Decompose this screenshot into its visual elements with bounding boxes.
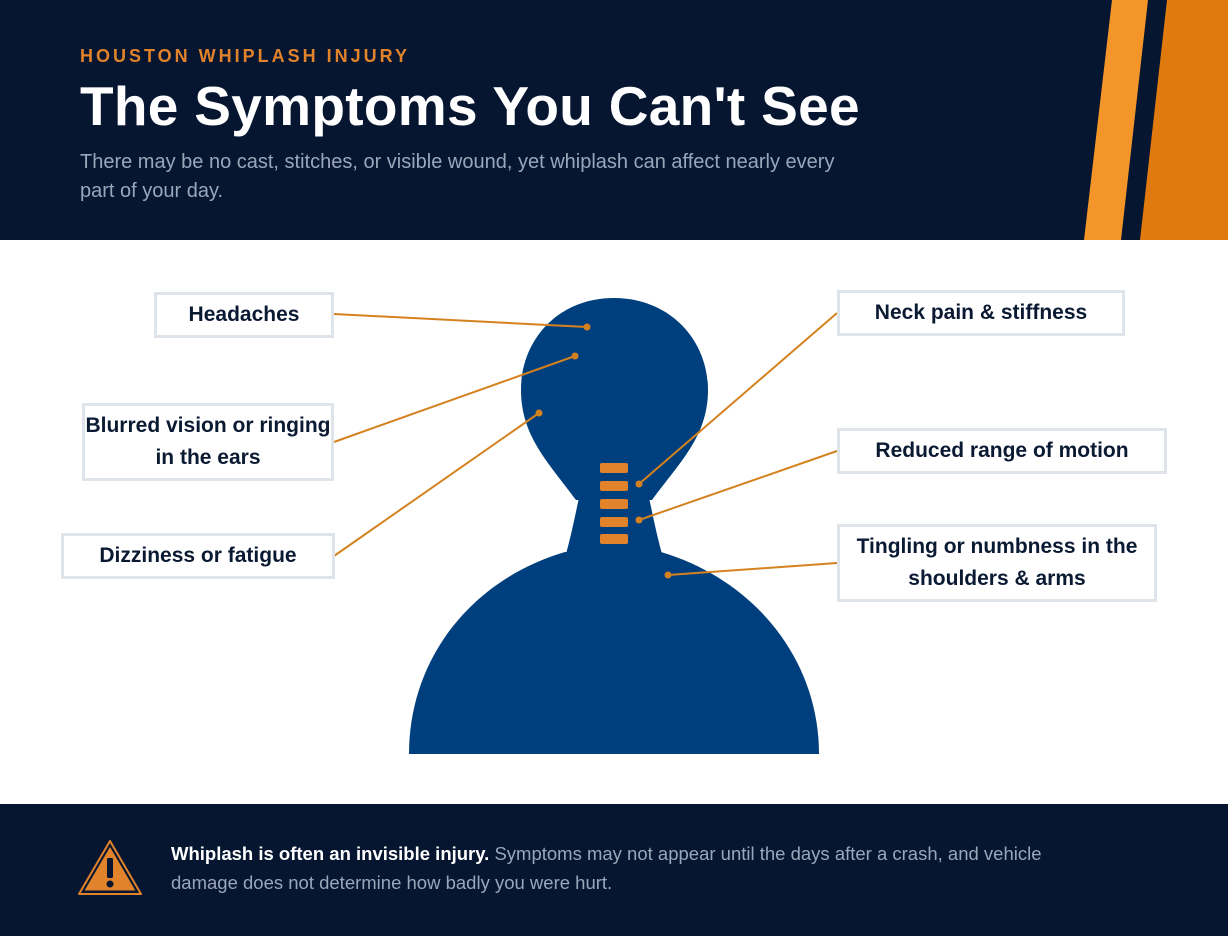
connector-dizziness (333, 412, 540, 557)
eyebrow-text: HOUSTON WHIPLASH INJURY (80, 46, 411, 66)
dot-dizziness (535, 409, 543, 417)
head-silhouette (521, 298, 708, 500)
vertebra-5 (600, 534, 628, 544)
dot-headaches (583, 323, 591, 331)
connector-range-of-motion (638, 450, 838, 521)
stripe-dark (1140, 0, 1228, 240)
label-dizziness: Dizziness or fatigue (61, 533, 335, 579)
vertebra-1 (600, 463, 628, 473)
connector-dots (535, 323, 672, 579)
page-subtitle: There may be no cast, stitches, or visib… (80, 151, 835, 202)
footer-message: Whiplash is often an invisible injury. S… (171, 839, 1111, 897)
connector-tingling (667, 562, 838, 576)
connector-blurred-vision (333, 355, 576, 443)
footer-lead: Whiplash is often an invisible injury. (171, 843, 490, 864)
page-title: The Symptoms You Can't See (80, 75, 860, 137)
stripe-light (1084, 0, 1148, 240)
label-neck-pain: Neck pain & stiffness (837, 290, 1125, 336)
human-figure-svg (333, 298, 838, 754)
footer-body: Symptoms may not appear until the days a… (171, 843, 1042, 893)
vertebra-2 (600, 481, 628, 491)
connector-neck-pain (638, 312, 838, 485)
label-tingling: Tingling or numbness in the shoulders & … (837, 524, 1157, 602)
label-range-of-motion: Reduced range of motion (837, 428, 1167, 474)
dot-range-of-motion (635, 516, 643, 524)
label-blurred-vision: Blurred vision or ringing in the ears (82, 403, 334, 481)
vertebrae (600, 463, 628, 544)
vertebra-4 (600, 517, 628, 527)
dot-tingling (664, 571, 672, 579)
warning-triangle-icon (78, 840, 142, 895)
label-headaches: Headaches (154, 292, 334, 338)
header-banner: HOUSTON WHIPLASH INJURY The Symptoms You… (0, 0, 1228, 240)
torso-silhouette (409, 552, 819, 754)
connector-lines (333, 312, 838, 576)
dot-blurred-vision (571, 352, 579, 360)
footer-banner: Whiplash is often an invisible injury. S… (0, 804, 1228, 936)
vertebra-3 (600, 499, 628, 509)
symptom-diagram: Headaches Blurred vision or ringing in t… (0, 240, 1228, 804)
connector-headaches (333, 313, 588, 328)
dot-neck-pain (635, 480, 643, 488)
decorative-stripes (1084, 0, 1228, 240)
